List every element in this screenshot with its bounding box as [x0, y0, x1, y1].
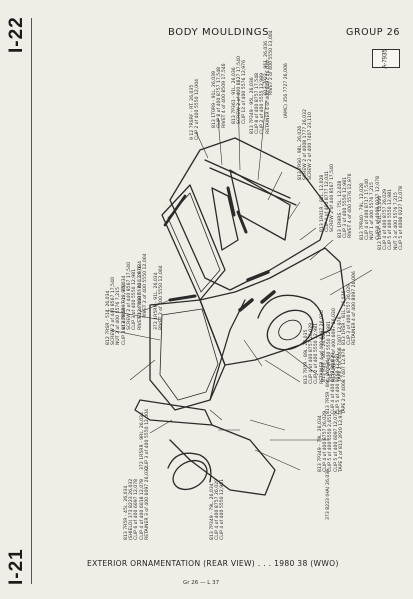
roof-rack: [204, 159, 297, 206]
front-wheel: [172, 459, 208, 491]
tailgate-trim: [159, 308, 219, 401]
moulding-strip-4: [260, 290, 276, 304]
callout-text: 373 8223 (HA) 26,036: [326, 469, 331, 520]
callout-text: 813 7R5R - 45L. 26,034(SHIELD) 373 8223 …: [124, 466, 150, 540]
callout-line: CLIP 3 of 400 5550 12,004: [145, 408, 151, 470]
callout-line: CLIP 5 of 4008 0227 12,078: [398, 186, 404, 250]
moulding-strip-6: [168, 294, 197, 302]
rear-window: [161, 184, 226, 301]
callout-line: 373 8223 (HA) 26,036: [326, 468, 331, 520]
moulding-strip-5: [238, 298, 254, 312]
callout-line: (AMC) 356 7727 26,006: [284, 63, 289, 118]
lower-body: [169, 424, 276, 496]
callout-line: SCREW 2 of 400 7407 23,110: [308, 112, 314, 180]
page-reference: Gr 26 — L 37: [183, 580, 220, 586]
vehicle-outline: [134, 137, 346, 496]
rear-wheel-hub: [278, 319, 302, 341]
moulding-strip-2: [236, 210, 248, 234]
moulding-strip-3: [246, 270, 270, 282]
callout-line: RIVET 2 of 400 5550 12,004: [159, 265, 165, 330]
callout-line: RETAINER 3 of 400 6097 26,032: [144, 466, 150, 540]
body-side: [199, 247, 346, 366]
callout-line: CLIP 5 of 400 5550 12,981: [388, 188, 394, 250]
callout-line: CLIP 5 of 400 5550 12,981: [336, 352, 342, 414]
margin-rule: [31, 18, 32, 584]
callout-line: SCREW 2 of 440 8567 17,540: [330, 164, 336, 232]
moulding-strip-7: [163, 194, 187, 227]
figure-caption: EXTERIOR ORNAMENTATION (REAR VIEW) . . .…: [87, 559, 339, 568]
leader-lines: [104, 91, 373, 471]
moulding-strip-1: [226, 186, 236, 217]
front-corner: [209, 299, 246, 401]
callout-line: NUT 1 of 400 5576 7,215: [370, 182, 376, 240]
callout-line: RETAINER 4 of 400 6097 26,030: [319, 310, 325, 384]
callout-line: CLIP 5 of 400 5550 2,651: [328, 413, 334, 472]
callout-line: RIVET 4 of 400 5576 12,976: [348, 173, 354, 238]
roof-line: [169, 137, 331, 291]
callout-line: CLIP 12 of 400 5576 12,976: [242, 60, 248, 124]
side-window-rear: [211, 187, 239, 251]
callout-line: RETAINER 4 of 400 8097 26,006: [352, 271, 358, 345]
callout-line: CLIP 4 of 400 5550 12,981: [220, 478, 226, 540]
callout-line: TAPE 2 of 813 2P20 12,976: [338, 409, 344, 472]
callout-text: (AMC) 356 7727 26,006: [284, 63, 289, 118]
side-window-front: [229, 169, 291, 241]
rear-bumper: [134, 399, 213, 426]
group-label: GROUP 26: [346, 27, 401, 38]
callout-line: NUT 2 of 400 5576 7,215: [116, 287, 122, 345]
rear-wheel: [266, 309, 314, 351]
page-title: BODY MOULDINGS: [168, 27, 270, 38]
callout-line: RIVET 2 of 400 5550 13,004: [269, 30, 275, 95]
callout-line: RIVET 4 of 400 8509 17,546: [222, 63, 228, 128]
callout-line: RIVET 2 of 400 5550 12,004: [143, 253, 149, 318]
callout-line: CLIP 2 of 400 5550 12,004: [195, 78, 201, 140]
callout-line: CLIP 3 of 400 5550 12,981: [132, 268, 138, 330]
rear-wheel-arch: [257, 294, 325, 341]
figure-stamp: A-7935: [372, 49, 400, 68]
callout-line: TAPE 2 of 4008 7407 12,976: [341, 348, 347, 414]
front-wheel-arch: [167, 452, 212, 483]
